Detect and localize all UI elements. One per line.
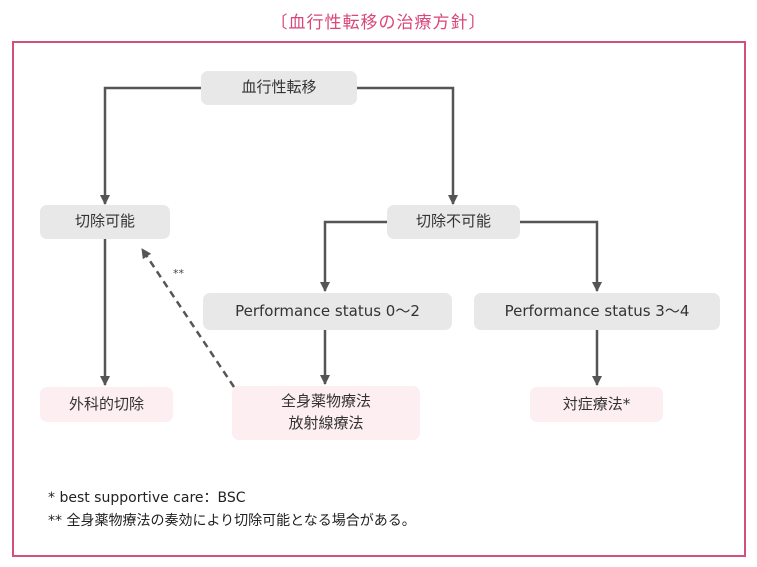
node-unresectable: 切除不可能 <box>387 205 520 239</box>
node-resectable: 切除可能 <box>40 205 170 239</box>
node-hematogenous-metastasis: 血行性転移 <box>201 71 357 105</box>
dashed-arrow-chemo-to-resectable <box>140 248 236 388</box>
arrow-unresectable-to-ps-low <box>320 220 387 292</box>
node-best-supportive-care: 対症療法* <box>530 387 663 422</box>
arrow-root-to-resectable <box>100 86 201 205</box>
diagram-title: 〔血行性転移の治療方針〕 <box>270 13 487 33</box>
arrow-unresectable-to-ps-high <box>520 220 602 292</box>
node-surgical-resection: 外科的切除 <box>40 387 173 422</box>
diagram-frame <box>12 41 746 557</box>
footnote-bsc: * best supportive care：BSC <box>48 490 246 506</box>
node-systemic-therapy-radiotherapy: 全身薬物療法 放射線療法 <box>232 386 420 440</box>
footnote-resectable-after-response: ** 全身薬物療法の奏効により切除可能となる場合がある。 <box>48 513 416 529</box>
node-ps-3-4: Performance status 3〜4 <box>474 293 720 330</box>
dashed-arrow-mark: ** <box>173 267 184 280</box>
arrow-root-to-unresectable <box>357 86 458 205</box>
node-systemic-therapy-label: 全身薬物療法 <box>280 392 371 411</box>
node-radiotherapy-label: 放射線療法 <box>288 414 364 432</box>
node-ps-0-2: Performance status 0〜2 <box>203 293 452 330</box>
